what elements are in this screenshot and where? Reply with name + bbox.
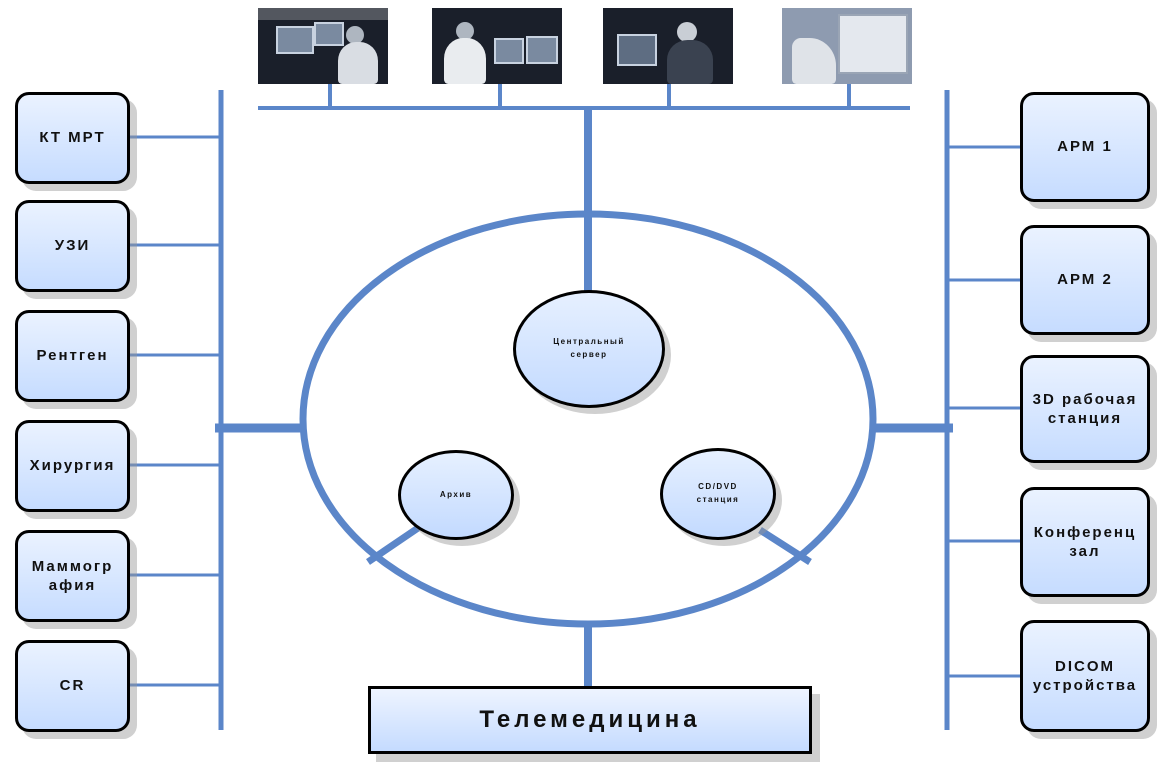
node-cr: CR (15, 640, 130, 732)
node-arm1: АРМ 1 (1020, 92, 1150, 202)
node-surgery: Хирургия (15, 420, 130, 512)
node-conference: Конференц зал (1020, 487, 1150, 597)
node-mammography: Маммогр афия (15, 530, 130, 622)
cddvd-link (758, 527, 812, 565)
node-ultrasound: УЗИ (15, 200, 130, 292)
photo-ct-console (258, 8, 388, 84)
photo-operator-workstation (603, 8, 733, 84)
node-xray: Рентген (15, 310, 130, 402)
node-central-server: Центральный сервер (513, 290, 665, 408)
node-archive: Архив (398, 450, 514, 540)
photo-radiograph-viewer (782, 8, 912, 84)
node-3d-station: 3D рабочая станция (1020, 355, 1150, 463)
node-dicom-devices: DICOM устройства (1020, 620, 1150, 732)
node-ct-mri: КТ МРТ (15, 92, 130, 184)
node-telemedicine: Телемедицина (368, 686, 812, 754)
node-arm2: АРМ 2 (1020, 225, 1150, 335)
node-cddvd-station: CD/DVD станция (660, 448, 776, 540)
photo-doctor-monitors (432, 8, 562, 84)
archive-link (366, 525, 420, 565)
